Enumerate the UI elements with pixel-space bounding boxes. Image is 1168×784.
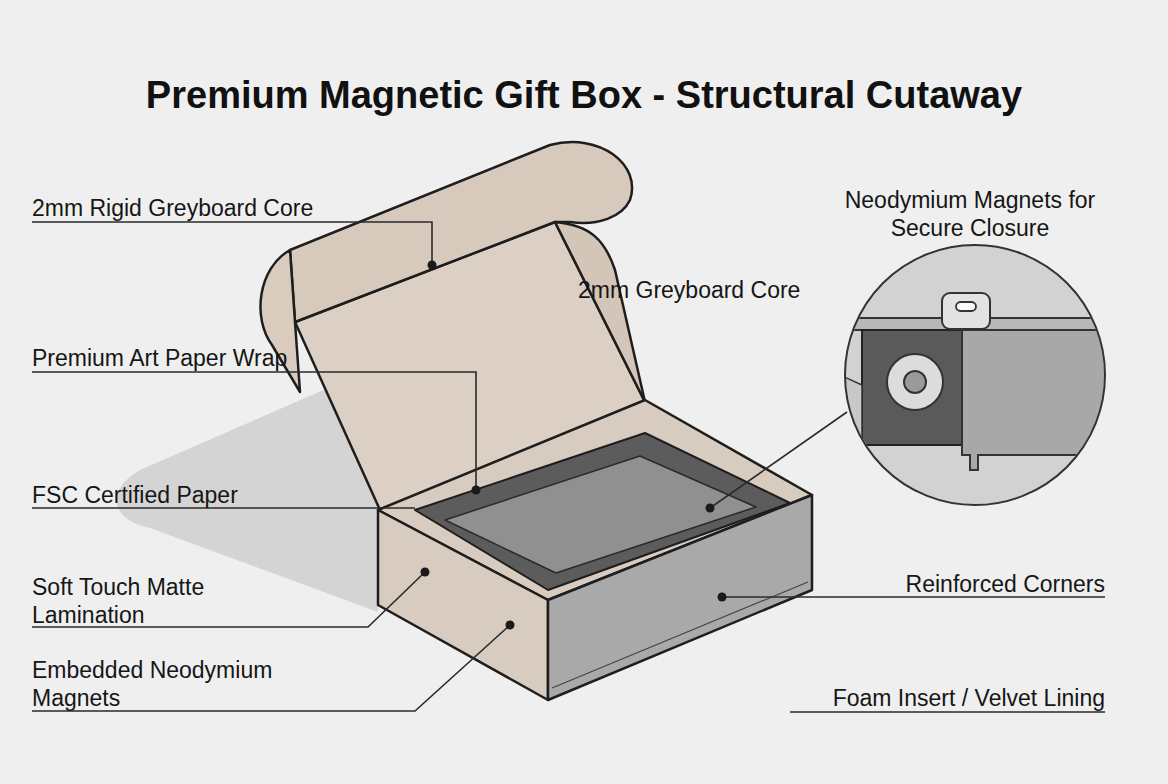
leader-dot (472, 486, 481, 495)
leader-line (790, 711, 1105, 713)
callout-label: Reinforced Corners (790, 570, 1105, 598)
detail-view (840, 318, 1110, 470)
callout-label: 2mm Rigid Greyboard Core (32, 194, 452, 222)
callout-label: Foam Insert / Velvet Lining (790, 684, 1105, 712)
leader-dot (421, 568, 430, 577)
detail-wall (862, 330, 962, 445)
leader-line (32, 625, 510, 711)
lid-side-flap (555, 222, 645, 402)
fold-line (295, 222, 555, 322)
callout-label: Premium Art Paper Wrap (32, 344, 472, 372)
leader-dot (706, 504, 715, 513)
leader-dot (428, 261, 437, 270)
leader-dot (506, 621, 515, 630)
callout-label: Embedded Neodymium Magnets (32, 656, 332, 712)
leader-line (32, 372, 476, 490)
callout-label: FSC Certified Paper (32, 481, 412, 509)
detail-circle-border (845, 245, 1105, 505)
callout-label: Soft Touch Matte Lamination (32, 573, 272, 629)
front-face (378, 510, 548, 700)
edge-strip (552, 582, 808, 688)
detail-panel (962, 330, 1110, 470)
leader-lines (32, 222, 1105, 712)
ring-magnet-hole (904, 371, 926, 393)
block-magnet (942, 293, 990, 329)
leader-dot (718, 593, 727, 602)
leader-dots (421, 261, 727, 630)
callout-label: 2mm Greyboard Core (578, 276, 878, 304)
diagram-title: Premium Magnetic Gift Box - Structural C… (0, 72, 1168, 118)
ring-magnet (887, 354, 943, 410)
leader-line (32, 222, 432, 265)
block-magnet-slot (956, 302, 976, 311)
callout-label: Neodymium Magnets for Secure Closure (830, 186, 1110, 242)
leader-line (710, 412, 847, 508)
